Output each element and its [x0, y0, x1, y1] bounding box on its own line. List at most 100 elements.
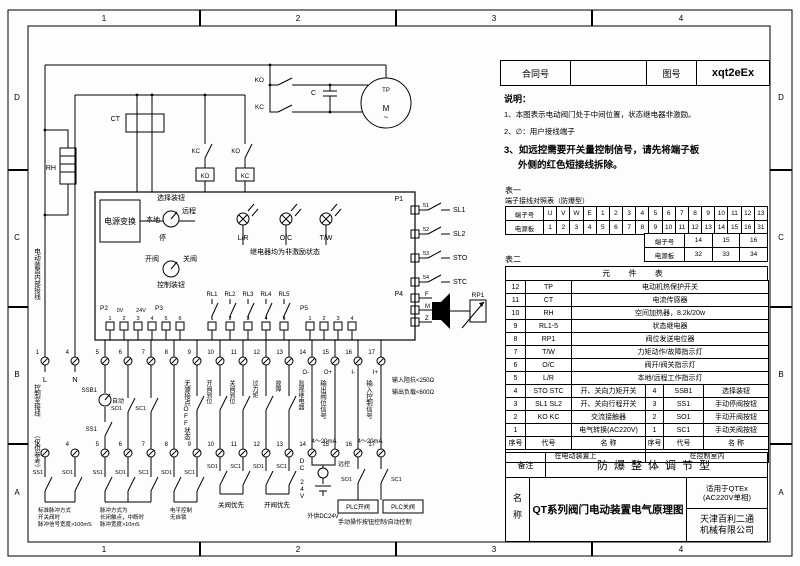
item-name: 交流接触器 — [572, 411, 646, 424]
frame-col-label: 2 — [296, 545, 301, 554]
schematic-label: CT — [111, 116, 121, 123]
terminal-slash — [71, 449, 79, 457]
vertical-label: 输入控制信号 — [365, 379, 373, 421]
board-terminal — [161, 321, 171, 331]
schematic-label: 4～20mA — [357, 439, 382, 445]
vertical-label: 无源接点OFF状态 — [183, 380, 191, 441]
terminal-slash — [331, 357, 339, 365]
item-name: 电动机热保护开关 — [572, 281, 769, 294]
contact-blade — [265, 395, 274, 411]
contract-row: 合同号 图号 xqt2eEx — [500, 60, 770, 86]
note-2: 2、∅：用户接线端子 — [504, 127, 575, 136]
schematic-label: SO1 — [115, 470, 126, 476]
terminal-slash — [285, 449, 293, 457]
terminal-cell: 5 — [649, 207, 663, 221]
item-no: 1 — [506, 424, 526, 437]
schematic-label: SC1 — [138, 470, 149, 476]
schematic-label: O+ — [324, 370, 333, 376]
board-terminal — [225, 321, 235, 331]
wire — [247, 203, 259, 217]
table1-tag: 表一 — [505, 186, 521, 195]
frame-row-label: B — [14, 370, 19, 379]
schematic-label: ~ — [384, 113, 389, 122]
schematic-label: 24V — [136, 308, 146, 314]
relay-label: RL1 — [206, 292, 218, 298]
board-cell: 32 — [685, 248, 713, 262]
terminal-slash — [170, 357, 178, 365]
item-name: 开、关向行程开关 — [572, 398, 646, 411]
terminal-number: 13 — [276, 350, 283, 356]
contact-blade — [104, 476, 113, 492]
wiper-arrow-icon — [479, 302, 484, 307]
schematic-label: SC1 — [276, 464, 287, 470]
motor-icon — [360, 77, 412, 129]
terminal-number: 10 — [207, 350, 214, 356]
item-code: SO1 — [664, 411, 704, 424]
board-terminal-number: 5 — [164, 316, 167, 322]
terminal-number: 16 — [345, 442, 352, 448]
item-code: SC1 — [664, 424, 704, 437]
row-label: 端子号 — [645, 234, 685, 248]
column-header: 名 称 — [704, 437, 769, 450]
schematic-label: P5 — [300, 305, 308, 312]
item-name: 空间加热器，8.2k/20w — [572, 307, 769, 320]
terminal-number: 6 — [119, 442, 123, 448]
notes-block: 说明： 1、本图表示电动阀门处于中间位置，状态继电器非激励。 2、∅：用户接线端… — [504, 92, 770, 173]
schematic-label: TP — [382, 88, 390, 94]
lamp-label: T/W — [320, 235, 333, 242]
contact-blade — [219, 395, 228, 411]
schematic-label: 开关阀时 — [38, 513, 61, 521]
contact-blade — [247, 302, 255, 317]
plc-close-box — [382, 499, 424, 514]
terminal-number: 12 — [253, 442, 260, 448]
terminal-slash — [71, 357, 79, 365]
terminal-number: 12 — [253, 350, 260, 356]
item-name: 力矩动作/故障指示灯 — [572, 346, 769, 359]
contact-blade — [242, 395, 251, 411]
remark-label: 备注 — [506, 453, 546, 477]
terminal-slash — [239, 357, 247, 365]
terminal-cell: 2 — [609, 207, 624, 221]
terminal-number: 53 — [423, 251, 429, 257]
switch-label: SL2 — [453, 231, 466, 238]
terminal-cell: 15 — [712, 234, 741, 248]
row-label: 电源板 — [645, 248, 685, 262]
schematic-label: PLC关阀 — [391, 503, 415, 511]
terminal-cell: W — [570, 207, 584, 221]
relay-label: RL4 — [260, 292, 272, 298]
contract-label: 合同号 — [501, 61, 571, 85]
column-header: 代号 — [526, 437, 572, 450]
column-header: 序号 — [646, 437, 664, 450]
terminal-number: 17 — [368, 350, 375, 356]
schematic-label: 脉冲信号宽度>100mS — [38, 520, 92, 528]
terminal-slash — [101, 449, 109, 457]
schematic-label: P2 — [100, 305, 108, 312]
frame-col-label: 3 — [492, 14, 497, 23]
item-name: 选择装钮 — [704, 385, 769, 398]
item-code: RP1 — [526, 333, 572, 346]
schematic-label: SC1 — [184, 470, 195, 476]
applicable-cell: 适用于QTEx (AC220V单相) — [687, 478, 767, 509]
board-terminal — [279, 321, 289, 331]
terminal-slash — [124, 449, 132, 457]
terminal-number: 1 — [36, 442, 40, 448]
item-name: 手动关阀按钮 — [704, 424, 769, 437]
junction-dot — [150, 93, 154, 97]
terminal-cell: 8 — [688, 207, 703, 221]
board-cell: 33 — [712, 248, 741, 262]
schematic-label: KC — [255, 104, 264, 111]
applicable-line2: (AC220V单相) — [703, 493, 751, 502]
contact-blade — [242, 470, 251, 486]
remark-row: 备注 防爆整体调节型 — [505, 452, 768, 478]
junction-dot — [328, 83, 332, 87]
board-terminal-number: 3 — [336, 316, 339, 322]
item-code: STO STC — [526, 385, 572, 398]
terminal-cell: 1 — [596, 207, 610, 221]
drawing-frame — [7, 9, 793, 557]
item-no: 8 — [506, 333, 526, 346]
terminal-number: 4 — [66, 350, 70, 356]
terminal-slash — [193, 449, 201, 457]
